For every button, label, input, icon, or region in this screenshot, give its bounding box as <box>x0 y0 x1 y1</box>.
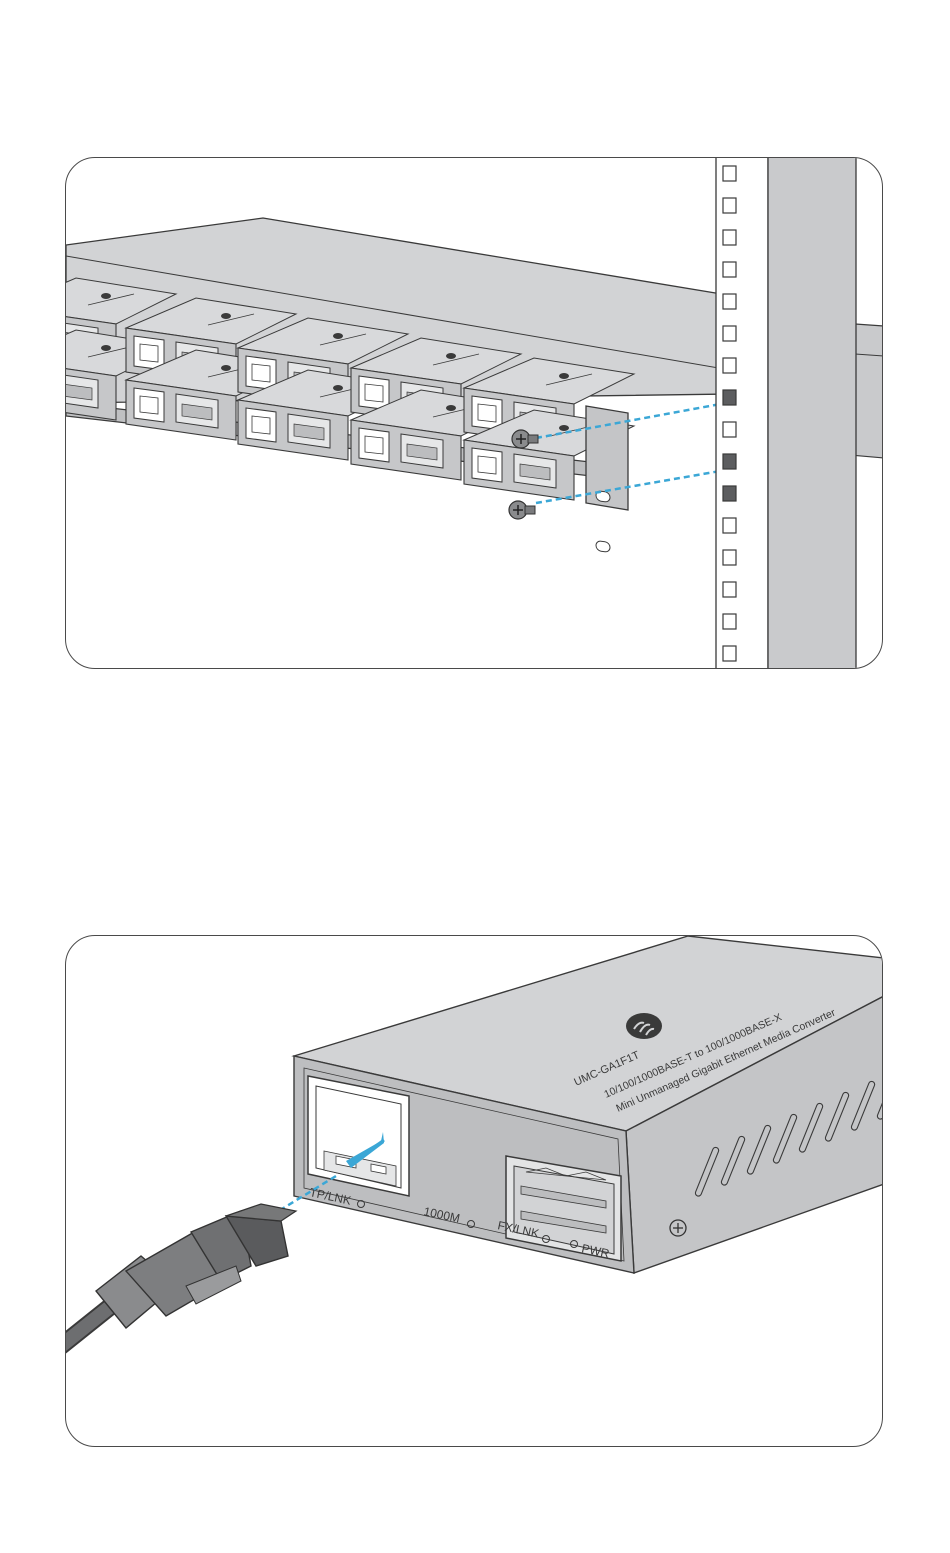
rj45-port <box>308 1076 409 1196</box>
rail-hole <box>723 486 736 501</box>
rail-hole <box>723 422 736 437</box>
rail-hole <box>723 230 736 245</box>
rack-mount-svg <box>66 158 883 669</box>
rj45-connector <box>66 1204 296 1346</box>
rail-hole <box>723 454 736 469</box>
converter-svg: UMC-GA1F1T 10/100/1000BASE-T to 100/1000… <box>66 936 883 1447</box>
rail-hole <box>723 198 736 213</box>
rail-hole <box>723 294 736 309</box>
rail-hole <box>723 582 736 597</box>
rail-hole <box>723 166 736 181</box>
mounting-screw-lower <box>509 501 535 519</box>
side-screw-icon <box>670 1220 686 1236</box>
rail-hole <box>723 646 736 661</box>
rail-hole <box>723 262 736 277</box>
bracket-hole-lower <box>596 540 610 552</box>
rail-hole <box>723 614 736 629</box>
rail-hole <box>723 390 736 405</box>
converter-cable-illustration-panel: UMC-GA1F1T 10/100/1000BASE-T to 100/1000… <box>65 935 883 1447</box>
brand-logo-icon <box>626 1013 662 1039</box>
rack-rail-side <box>768 158 856 669</box>
rail-hole <box>723 518 736 533</box>
rail-hole <box>723 358 736 373</box>
rail-hole <box>723 550 736 565</box>
rack-mount-illustration-panel <box>65 157 883 669</box>
rail-hole <box>723 326 736 341</box>
